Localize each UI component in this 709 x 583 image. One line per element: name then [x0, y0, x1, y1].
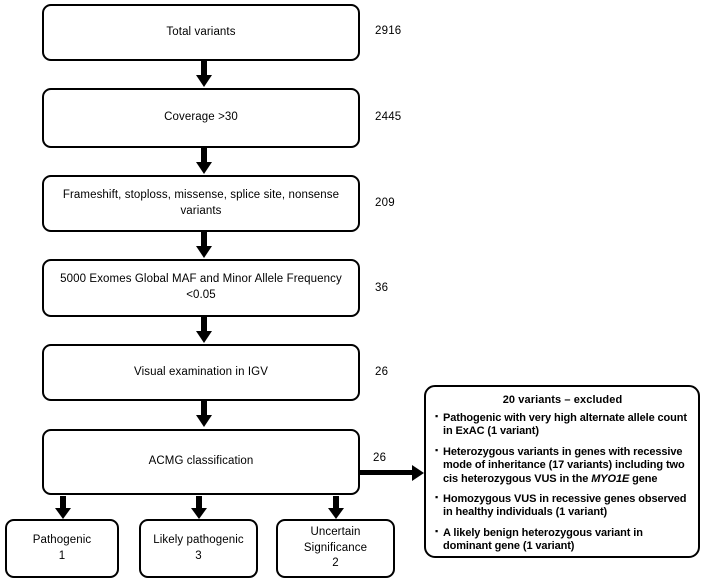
excluded-item-text: Heterozygous variants in genes with rece… [443, 445, 685, 485]
outcome-title: Pathogenic [32, 533, 92, 546]
flow-node-label: 5000 Exomes Global MAF and Minor Allele … [60, 273, 342, 301]
flow-node-label: ACMG classification [148, 455, 254, 468]
flow-node-count-coverage: 2445 [375, 111, 402, 123]
outcome-title: Uncertain Significance [303, 526, 368, 554]
arrow-right-icon [360, 465, 426, 481]
flow-node-igv: Visual examination in IGV [42, 344, 360, 401]
excluded-list-item: Pathogenic with very high alternate alle… [435, 411, 690, 439]
excluded-list-item: Heterozygous variants in genes with rece… [435, 445, 690, 486]
excluded-panel-title: 20 variants – excluded [502, 394, 623, 406]
arrow-down-icon [196, 401, 212, 427]
flow-node-count-variant-types: 209 [375, 197, 395, 209]
flow-node-label: Coverage >30 [164, 111, 238, 124]
arrow-down-icon [196, 317, 212, 343]
arrow-down-icon [196, 232, 212, 258]
outcome-count: 1 [58, 549, 66, 562]
outcome-node-likely-pathogenic: Likely pathogenic 3 [139, 519, 258, 578]
arrow-down-icon [196, 148, 212, 174]
excluded-items-list: Pathogenic with very high alternate alle… [435, 411, 690, 554]
outcome-count: 3 [195, 549, 202, 562]
outcome-node-pathogenic: Pathogenic 1 [5, 519, 119, 578]
excluded-item-text-after: gene [629, 472, 658, 485]
flow-node-acmg: ACMG classification [42, 429, 360, 495]
flow-node-count-total-variants: 2916 [375, 25, 402, 37]
flow-node-label: Visual examination in IGV [134, 365, 268, 378]
excluded-item-gene: MYO1E [591, 472, 630, 485]
flow-node-count-maf-filter: 36 [375, 282, 389, 294]
excluded-item-text: Pathogenic with very high alternate alle… [443, 412, 687, 438]
outcome-node-uncertain-significance: Uncertain Significance 2 [276, 519, 395, 578]
excluded-variants-panel: 20 variants – excluded Pathogenic with v… [424, 385, 700, 558]
flow-node-coverage: Coverage >30 [42, 88, 360, 148]
flow-node-count-igv: 26 [375, 366, 389, 378]
outcome-count: 2 [332, 557, 339, 570]
flow-node-variant-types: Frameshift, stoploss, missense, splice s… [42, 175, 360, 232]
arrow-down-icon [328, 496, 344, 520]
excluded-item-text: Homozygous VUS in recessive genes observ… [443, 493, 687, 519]
arrow-down-icon [191, 496, 207, 520]
outcome-label: Uncertain Significance 2 [284, 525, 387, 572]
arrow-down-icon [55, 496, 71, 520]
arrow-down-icon [196, 61, 212, 87]
flow-node-label: Frameshift, stoploss, missense, splice s… [62, 188, 340, 217]
outcome-label: Pathogenic 1 [13, 533, 111, 564]
flow-node-total-variants: Total variants [42, 4, 360, 61]
flow-node-count-acmg: 26 [373, 452, 387, 464]
excluded-list-item: A likely benign heterozygous variant in … [435, 526, 690, 554]
outcome-label: Likely pathogenic 3 [147, 533, 250, 564]
outcome-title: Likely pathogenic [153, 533, 244, 546]
flow-node-maf-filter: 5000 Exomes Global MAF and Minor Allele … [42, 259, 360, 317]
excluded-item-text: A likely benign heterozygous variant in … [443, 526, 643, 553]
excluded-list-item: Homozygous VUS in recessive genes observ… [435, 492, 690, 520]
flow-node-label: Total variants [166, 25, 236, 38]
